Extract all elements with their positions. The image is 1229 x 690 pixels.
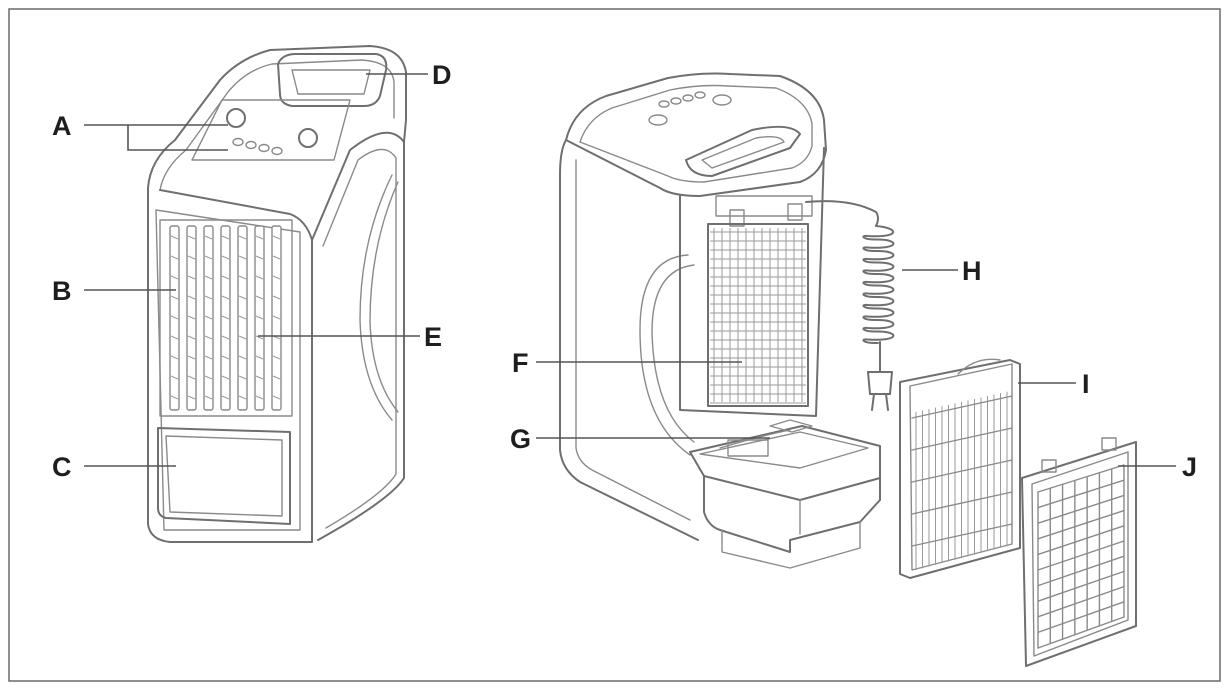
cooling-pad-grid [710, 228, 806, 404]
label-g: G [510, 424, 531, 454]
part-labels: A B C D E F G H I J [52, 60, 1197, 482]
filter-i-mesh [911, 391, 1013, 570]
plug-icon [867, 371, 893, 395]
label-e: E [424, 322, 442, 352]
control-knob-icon[interactable] [226, 108, 246, 128]
label-f: F [512, 348, 529, 378]
filter-j-mesh [1037, 464, 1125, 649]
control-button-icon[interactable] [232, 137, 244, 147]
control-button-icon[interactable] [245, 140, 257, 150]
cooler-rear-view [559, 72, 895, 569]
label-a: A [52, 111, 72, 141]
label-c: C [52, 452, 72, 482]
diagram-frame [8, 8, 1221, 682]
control-button-icon[interactable] [258, 143, 270, 153]
filter-j-panel [1021, 437, 1137, 667]
leader-lines [84, 73, 1176, 467]
control-button-icon[interactable] [271, 146, 283, 156]
control-knob-icon[interactable] [298, 128, 318, 148]
label-i: I [1082, 369, 1090, 399]
cooler-front-view [147, 45, 407, 543]
power-cord-coil [862, 225, 895, 345]
filter-i-panel [899, 358, 1021, 579]
front-grille-louvers [169, 225, 282, 411]
label-j: J [1182, 452, 1197, 482]
label-b: B [52, 276, 72, 306]
label-h: H [962, 256, 982, 286]
label-d: D [432, 60, 452, 90]
